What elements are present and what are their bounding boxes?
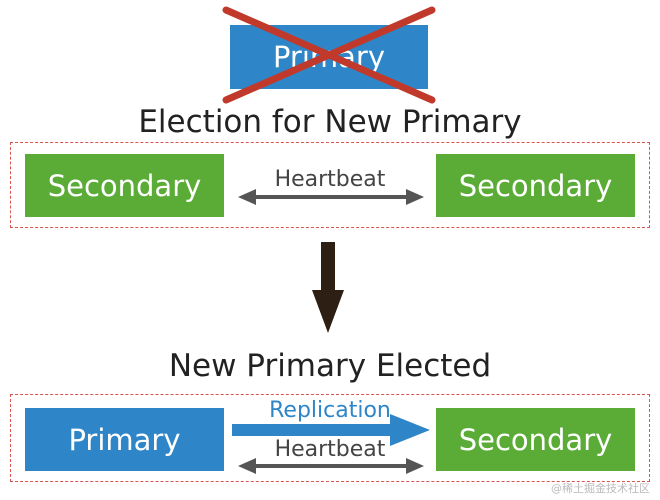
- elected-title: New Primary Elected: [168, 348, 492, 384]
- elected-secondary-node: Secondary: [436, 408, 635, 471]
- transition-down-arrow: [312, 242, 344, 333]
- election-secondary-right-label: Secondary: [458, 168, 613, 203]
- elected-group-border: [10, 394, 650, 482]
- elected-primary-node: Primary: [25, 408, 224, 471]
- old-primary-label: Primary: [272, 40, 386, 74]
- election-group-border: [10, 142, 650, 228]
- election-secondary-right: Secondary: [436, 154, 635, 217]
- replication-label: Replication: [269, 398, 391, 423]
- election-secondary-left-label: Secondary: [47, 168, 202, 203]
- elected-heartbeat-label: Heartbeat: [274, 437, 386, 462]
- watermark: @稀土掘金技术社区: [551, 482, 650, 495]
- election-heartbeat-label: Heartbeat: [274, 167, 386, 192]
- elected-primary-label: Primary: [68, 422, 181, 457]
- elected-secondary-label: Secondary: [458, 422, 613, 457]
- election-secondary-left: Secondary: [25, 154, 224, 217]
- old-primary-node: Primary: [230, 25, 428, 89]
- election-title: Election for New Primary: [138, 104, 522, 140]
